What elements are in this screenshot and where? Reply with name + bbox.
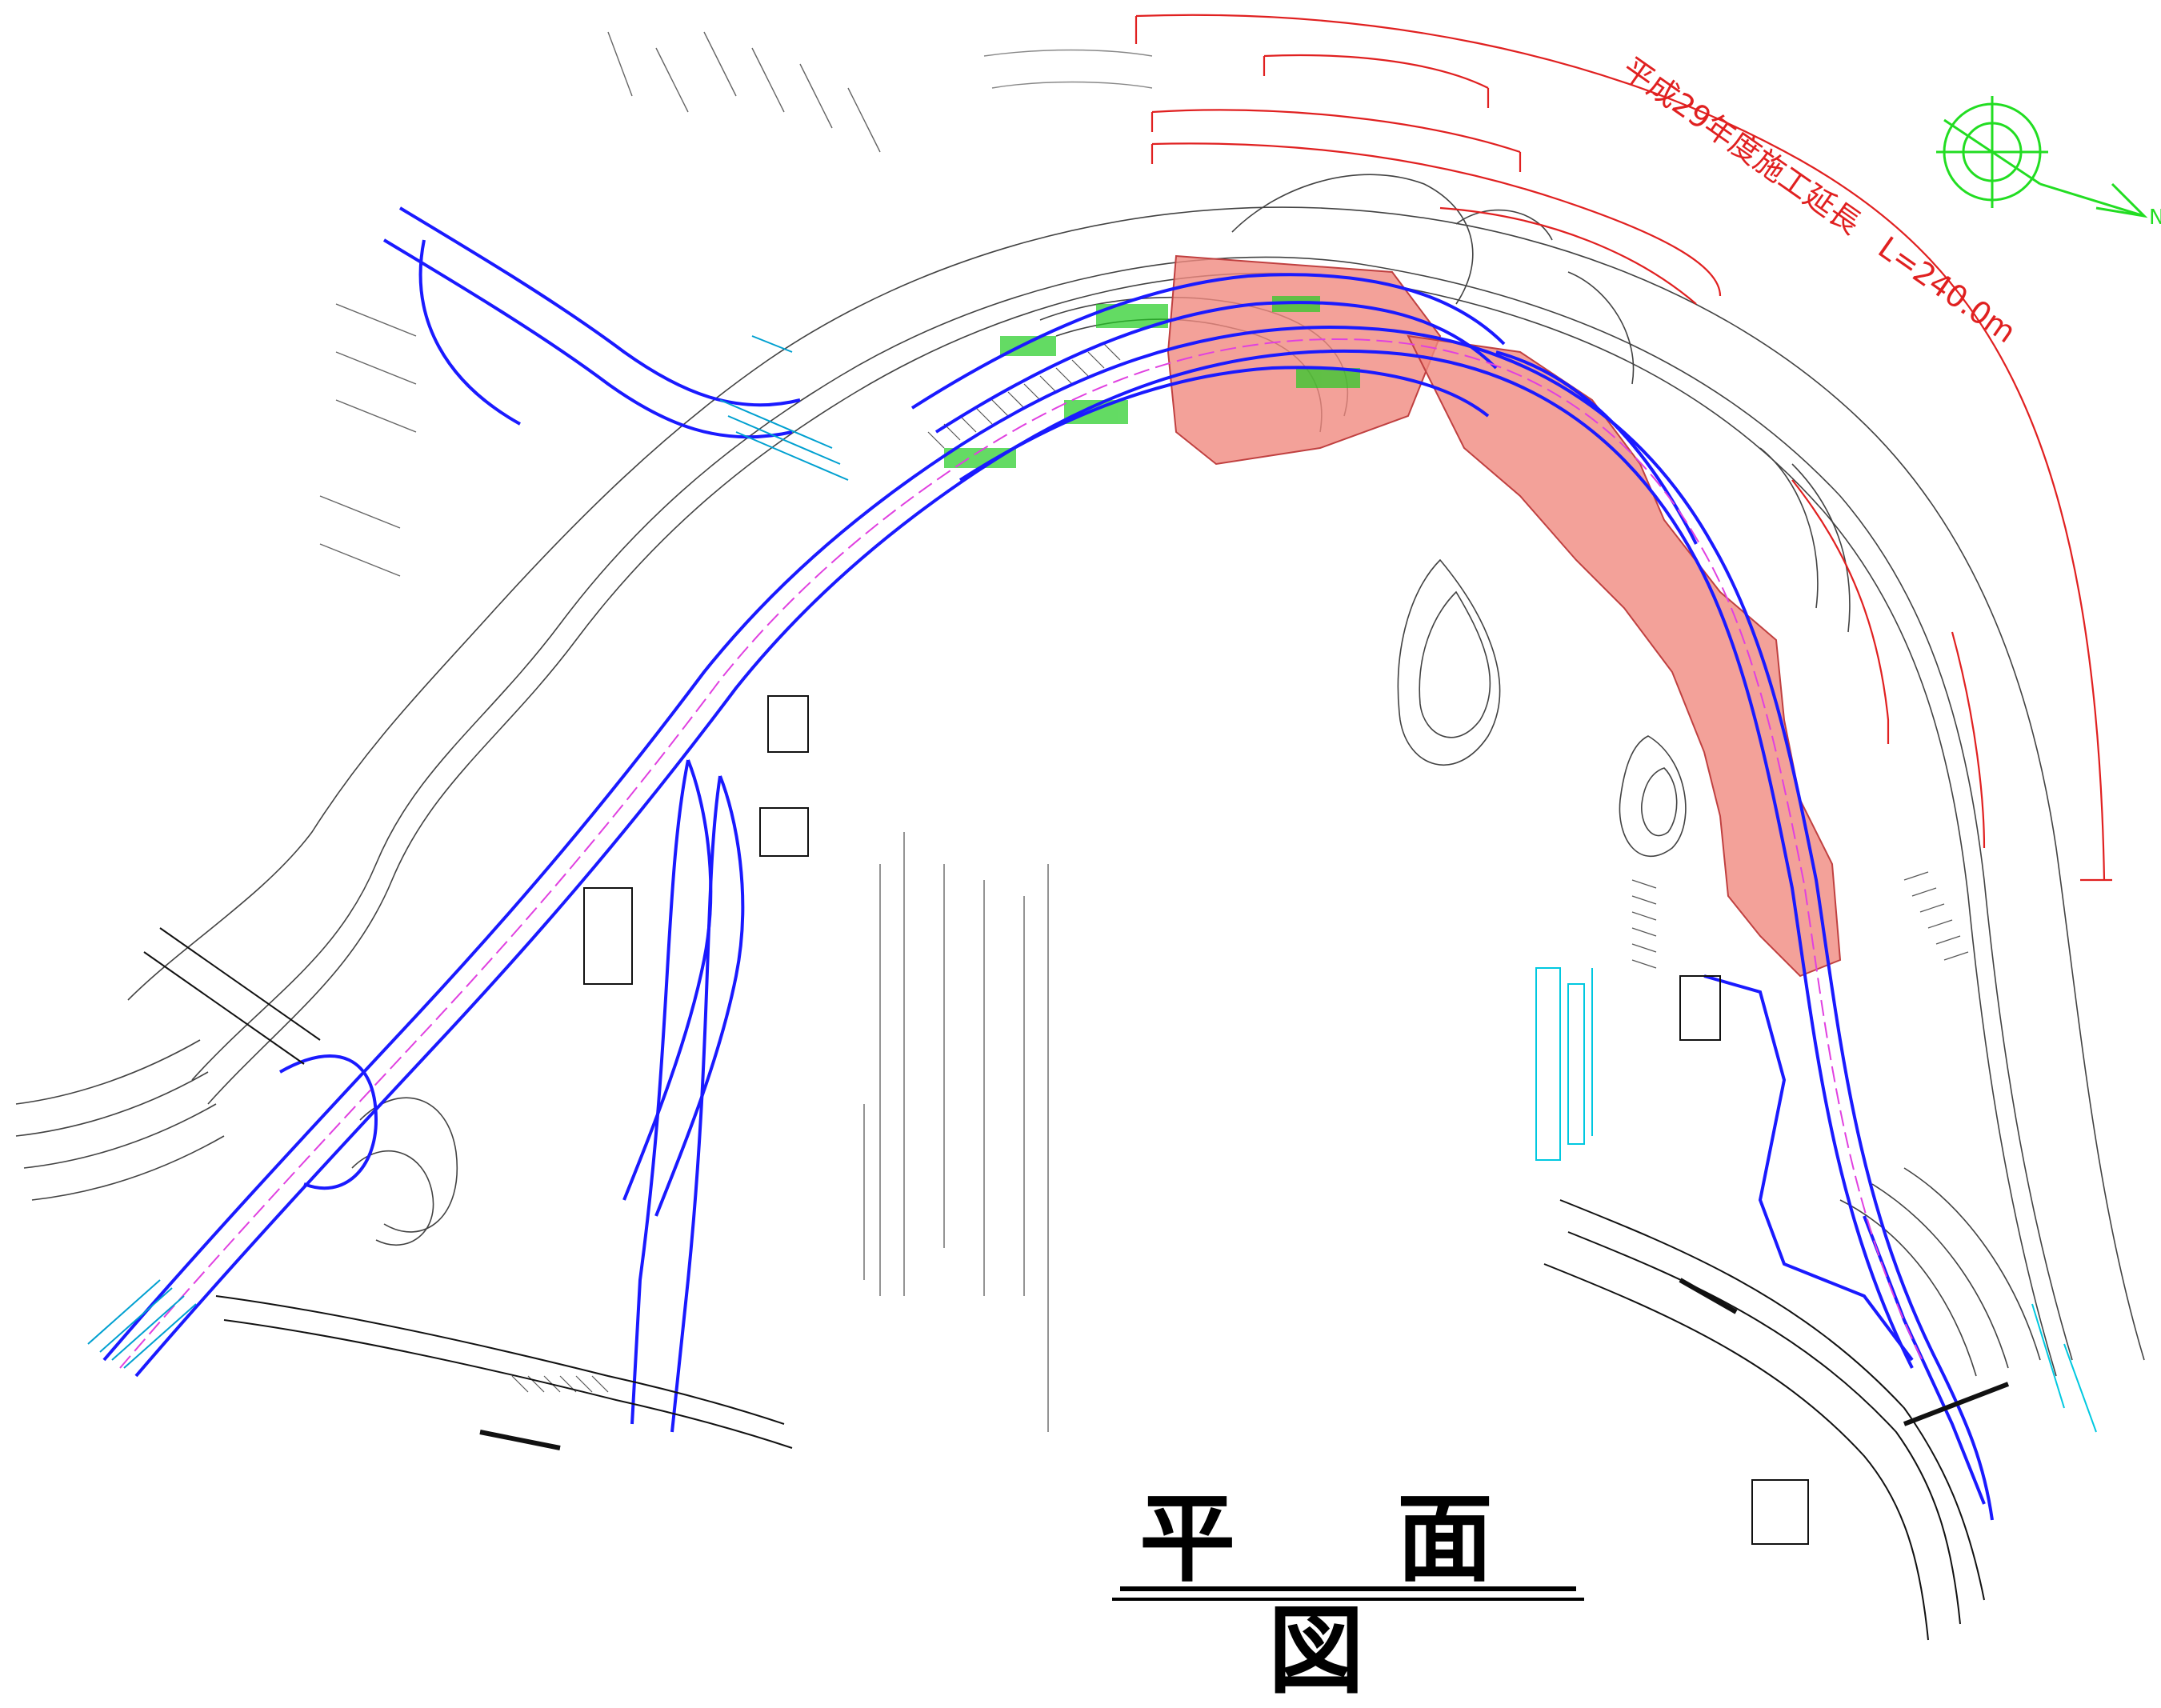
title-underline	[1120, 1586, 1576, 1591]
terrain-contours	[15, 174, 2145, 1377]
road-outlines	[102, 206, 1994, 1521]
north-arrow-letter: N	[2149, 206, 2161, 230]
buildings	[583, 695, 1809, 1545]
cyan-annotations	[1535, 967, 2097, 1433]
center-line	[119, 338, 1925, 1369]
construction-area	[1167, 254, 1842, 978]
water-channel-areas	[87, 335, 849, 1369]
title-double-underline	[1112, 1598, 1584, 1601]
road-lanes	[143, 927, 1985, 1641]
track-strips	[479, 1278, 2010, 1450]
drawing-title-block: 平 面 図	[1112, 1484, 1584, 1707]
reference-dimension	[983, 49, 1153, 89]
slope-hatching	[511, 343, 1969, 1393]
north-arrow-icon	[1936, 96, 2148, 218]
construction-length-label: 平成29年度施工延長 L=240.0m	[1616, 50, 2023, 350]
plan-drawing: 平成29年度施工延長 L=240.0m N	[15, 14, 2161, 1641]
drawing-title: 平 面 図	[1139, 1484, 1557, 1707]
construction-dimension	[1135, 14, 2112, 882]
leader-annotations	[319, 31, 1049, 1432]
